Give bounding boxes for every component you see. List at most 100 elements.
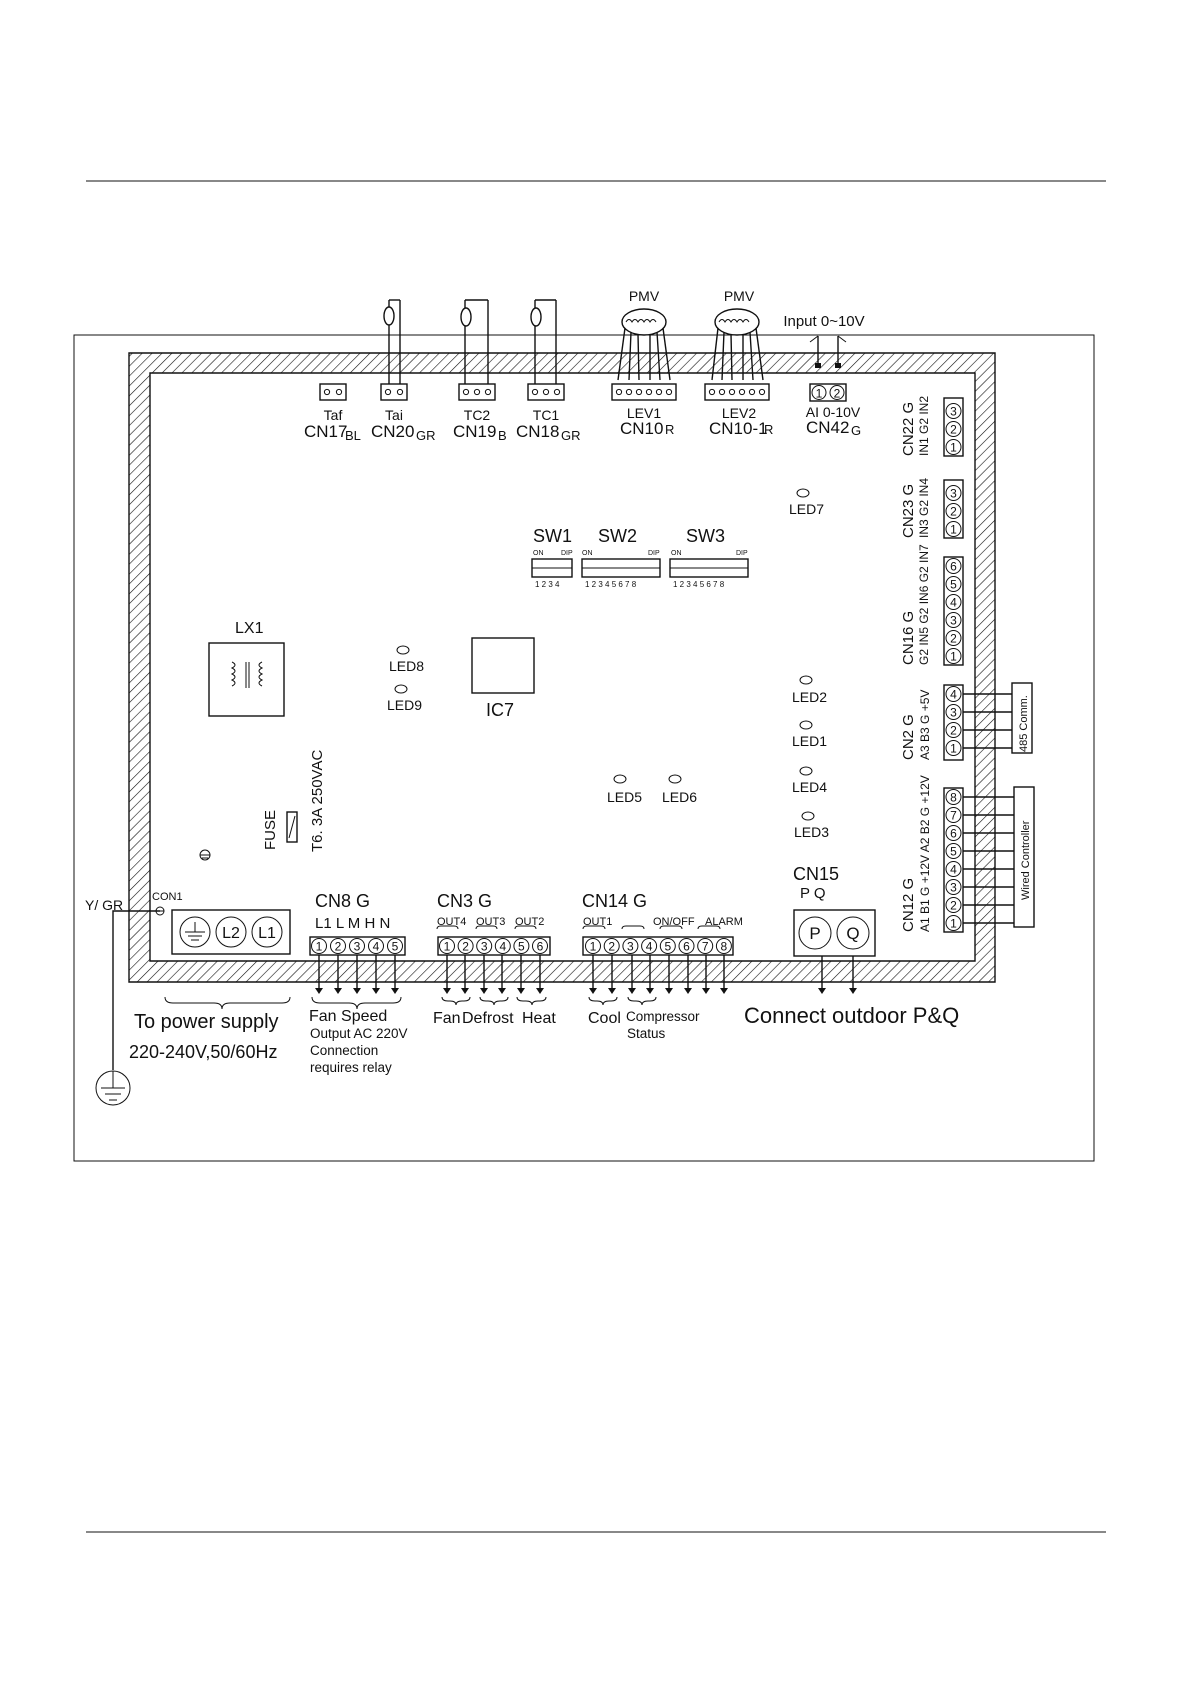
cn8-connector-pin-number: 3 (354, 940, 361, 954)
cn8-connector-pin (311, 938, 327, 954)
cn3-connector-pin (476, 938, 493, 954)
cn3-connector-pin-number: 3 (481, 940, 488, 954)
cn16-connector-pin-number: 1 (950, 650, 957, 664)
cn16-connector-pin (945, 612, 962, 628)
coil-icon (230, 661, 236, 687)
earth-terminal-icon (179, 916, 211, 948)
cn16-connector-pin-number: 2 (950, 632, 957, 646)
cn3-connector-pin-number: 5 (518, 940, 525, 954)
cn3-connector-pin (513, 938, 530, 954)
cn8-connector-pin (387, 938, 403, 954)
led5-label: LED5 (607, 789, 642, 805)
svg-text:2: 2 (834, 387, 841, 401)
wired-controller-box (1013, 786, 1035, 928)
cn8-connector-pin-number: 5 (392, 940, 399, 954)
sw3-label: SW3 (686, 526, 725, 546)
cn2-connector-pin (945, 722, 962, 738)
cn16-connector-pin-number: 6 (950, 560, 957, 574)
fuse-rating: T6. 3A 250VAC (309, 750, 326, 852)
fan-speed-detail-3: requires relay (310, 1060, 392, 1075)
transformer-lx1: LX1 (208, 620, 285, 717)
cn8-connector-pin (330, 938, 346, 954)
sw3-on: ON (671, 550, 682, 557)
cn14-connector-pin (715, 938, 732, 954)
cn14-connector-pin-number: 8 (721, 940, 728, 954)
cn22-connector-pin-number: 2 (950, 423, 957, 437)
cn14-connector-pin (659, 938, 676, 954)
led4-label: LED4 (792, 779, 827, 795)
status-label: Status (627, 1026, 666, 1041)
cn2-connector-pin-number: 1 (950, 742, 957, 756)
cn19-color: B (498, 428, 507, 443)
cn12-connector-pin (945, 897, 962, 913)
pmv1-label: PMV (629, 288, 660, 304)
cn22-connector: CN22 G IN1 G2 IN2 123 (900, 396, 964, 457)
cn14-connector-pin (641, 938, 658, 954)
cn23-connector-pin-number: 2 (950, 505, 957, 519)
cn14-connector-pin-number: 7 (702, 940, 709, 954)
cn12-connector-pin (945, 861, 962, 877)
cn12-connector-pin (945, 807, 962, 823)
cn14-out1: OUT1 (583, 916, 612, 928)
pmv2-label: PMV (724, 288, 755, 304)
cn3-connector-pin (439, 938, 455, 954)
cn12-connector-pin (945, 879, 962, 895)
led3-label: LED3 (794, 824, 829, 840)
cn3-connector-pin-number: 1 (444, 940, 451, 954)
cn23-connector-pin-number: 1 (950, 523, 957, 537)
485-comm-box (1011, 682, 1033, 754)
cn42-connector: Input 0~10V 1 2 AI 0-10V CN42 G (783, 313, 864, 438)
fan-speed-label: Fan Speed (309, 1008, 387, 1025)
485-comm-label: 485 Comm. (1018, 695, 1030, 752)
ground-wire-label: Y/ GR (85, 897, 123, 913)
cn19-label: CN19 (453, 422, 496, 441)
cn12-connector-pin (945, 789, 962, 805)
cn3-title: CN3 G (437, 891, 492, 911)
cn16-connector-pin (945, 630, 962, 646)
cn22-signals: IN1 G2 IN2 (917, 396, 931, 456)
cn23-signals: IN3 G2 IN4 (917, 478, 931, 538)
lev2-label: LEV2 (722, 405, 756, 421)
cn3-out2: OUT2 (515, 916, 544, 928)
fan-speed-detail-1: Output AC 220V (310, 1026, 408, 1041)
cn8-title: CN8 G (315, 891, 370, 911)
cn14-connector-pin (678, 938, 695, 954)
cn3-connector-pin-number: 6 (537, 940, 544, 954)
heat-label: Heat (522, 1010, 556, 1027)
l2-terminal: L2 (222, 925, 240, 942)
taf-label: Taf (324, 407, 343, 423)
cn8-signals: L1 L M H N (315, 915, 390, 932)
cn12-connector-pin-number: 3 (950, 881, 957, 895)
sw1-numbers: 1 2 3 4 (535, 580, 560, 589)
cn8-connector-pin-number: 2 (335, 940, 342, 954)
compressor-label: Compressor (626, 1009, 700, 1024)
cn16-connector-pin-number: 3 (950, 614, 957, 628)
cn3-connector-pin-number: 4 (499, 940, 506, 954)
input-0-10v-label: Input 0~10V (783, 313, 864, 330)
dip-switches: SW1 ON DIP 1 2 3 4 SW2 ON DIP 1 2 3 4 5 … (531, 526, 749, 589)
fan-speed-detail-2: Connection (310, 1043, 378, 1058)
cn14-connector-pin-number: 2 (608, 940, 615, 954)
cn14-onoff: ON/OFF (653, 916, 695, 928)
ai-label: AI 0-10V (806, 404, 861, 420)
cn2-signals: A3 B3 G +5V (918, 690, 932, 760)
tc1-thermistor-icon (530, 307, 542, 327)
cn14-title: CN14 G (582, 891, 647, 911)
cn15-title: CN15 (793, 864, 839, 884)
cn2-title: CN2 G (900, 714, 917, 760)
cn12-title: CN12 G (900, 878, 917, 932)
cn23-connector-pin (945, 503, 962, 519)
cn2-connector-pin (945, 686, 962, 702)
fan-label: Fan (433, 1010, 461, 1027)
lev1-label: LEV1 (627, 405, 661, 421)
cn2-connector-pin-number: 3 (950, 706, 957, 720)
cn16-connector-pin (945, 576, 962, 592)
cn8-connector-pin (368, 938, 384, 954)
cn22-connector-pin (945, 421, 962, 437)
cn12-connector-pin-number: 7 (950, 809, 957, 823)
power-rating-label: 220-240V,50/60Hz (129, 1042, 277, 1062)
sw2-label: SW2 (598, 526, 637, 546)
cn14-connector: CN14 G OUT1 ON/OFF ALARM Cool Compressor… (582, 891, 743, 1041)
